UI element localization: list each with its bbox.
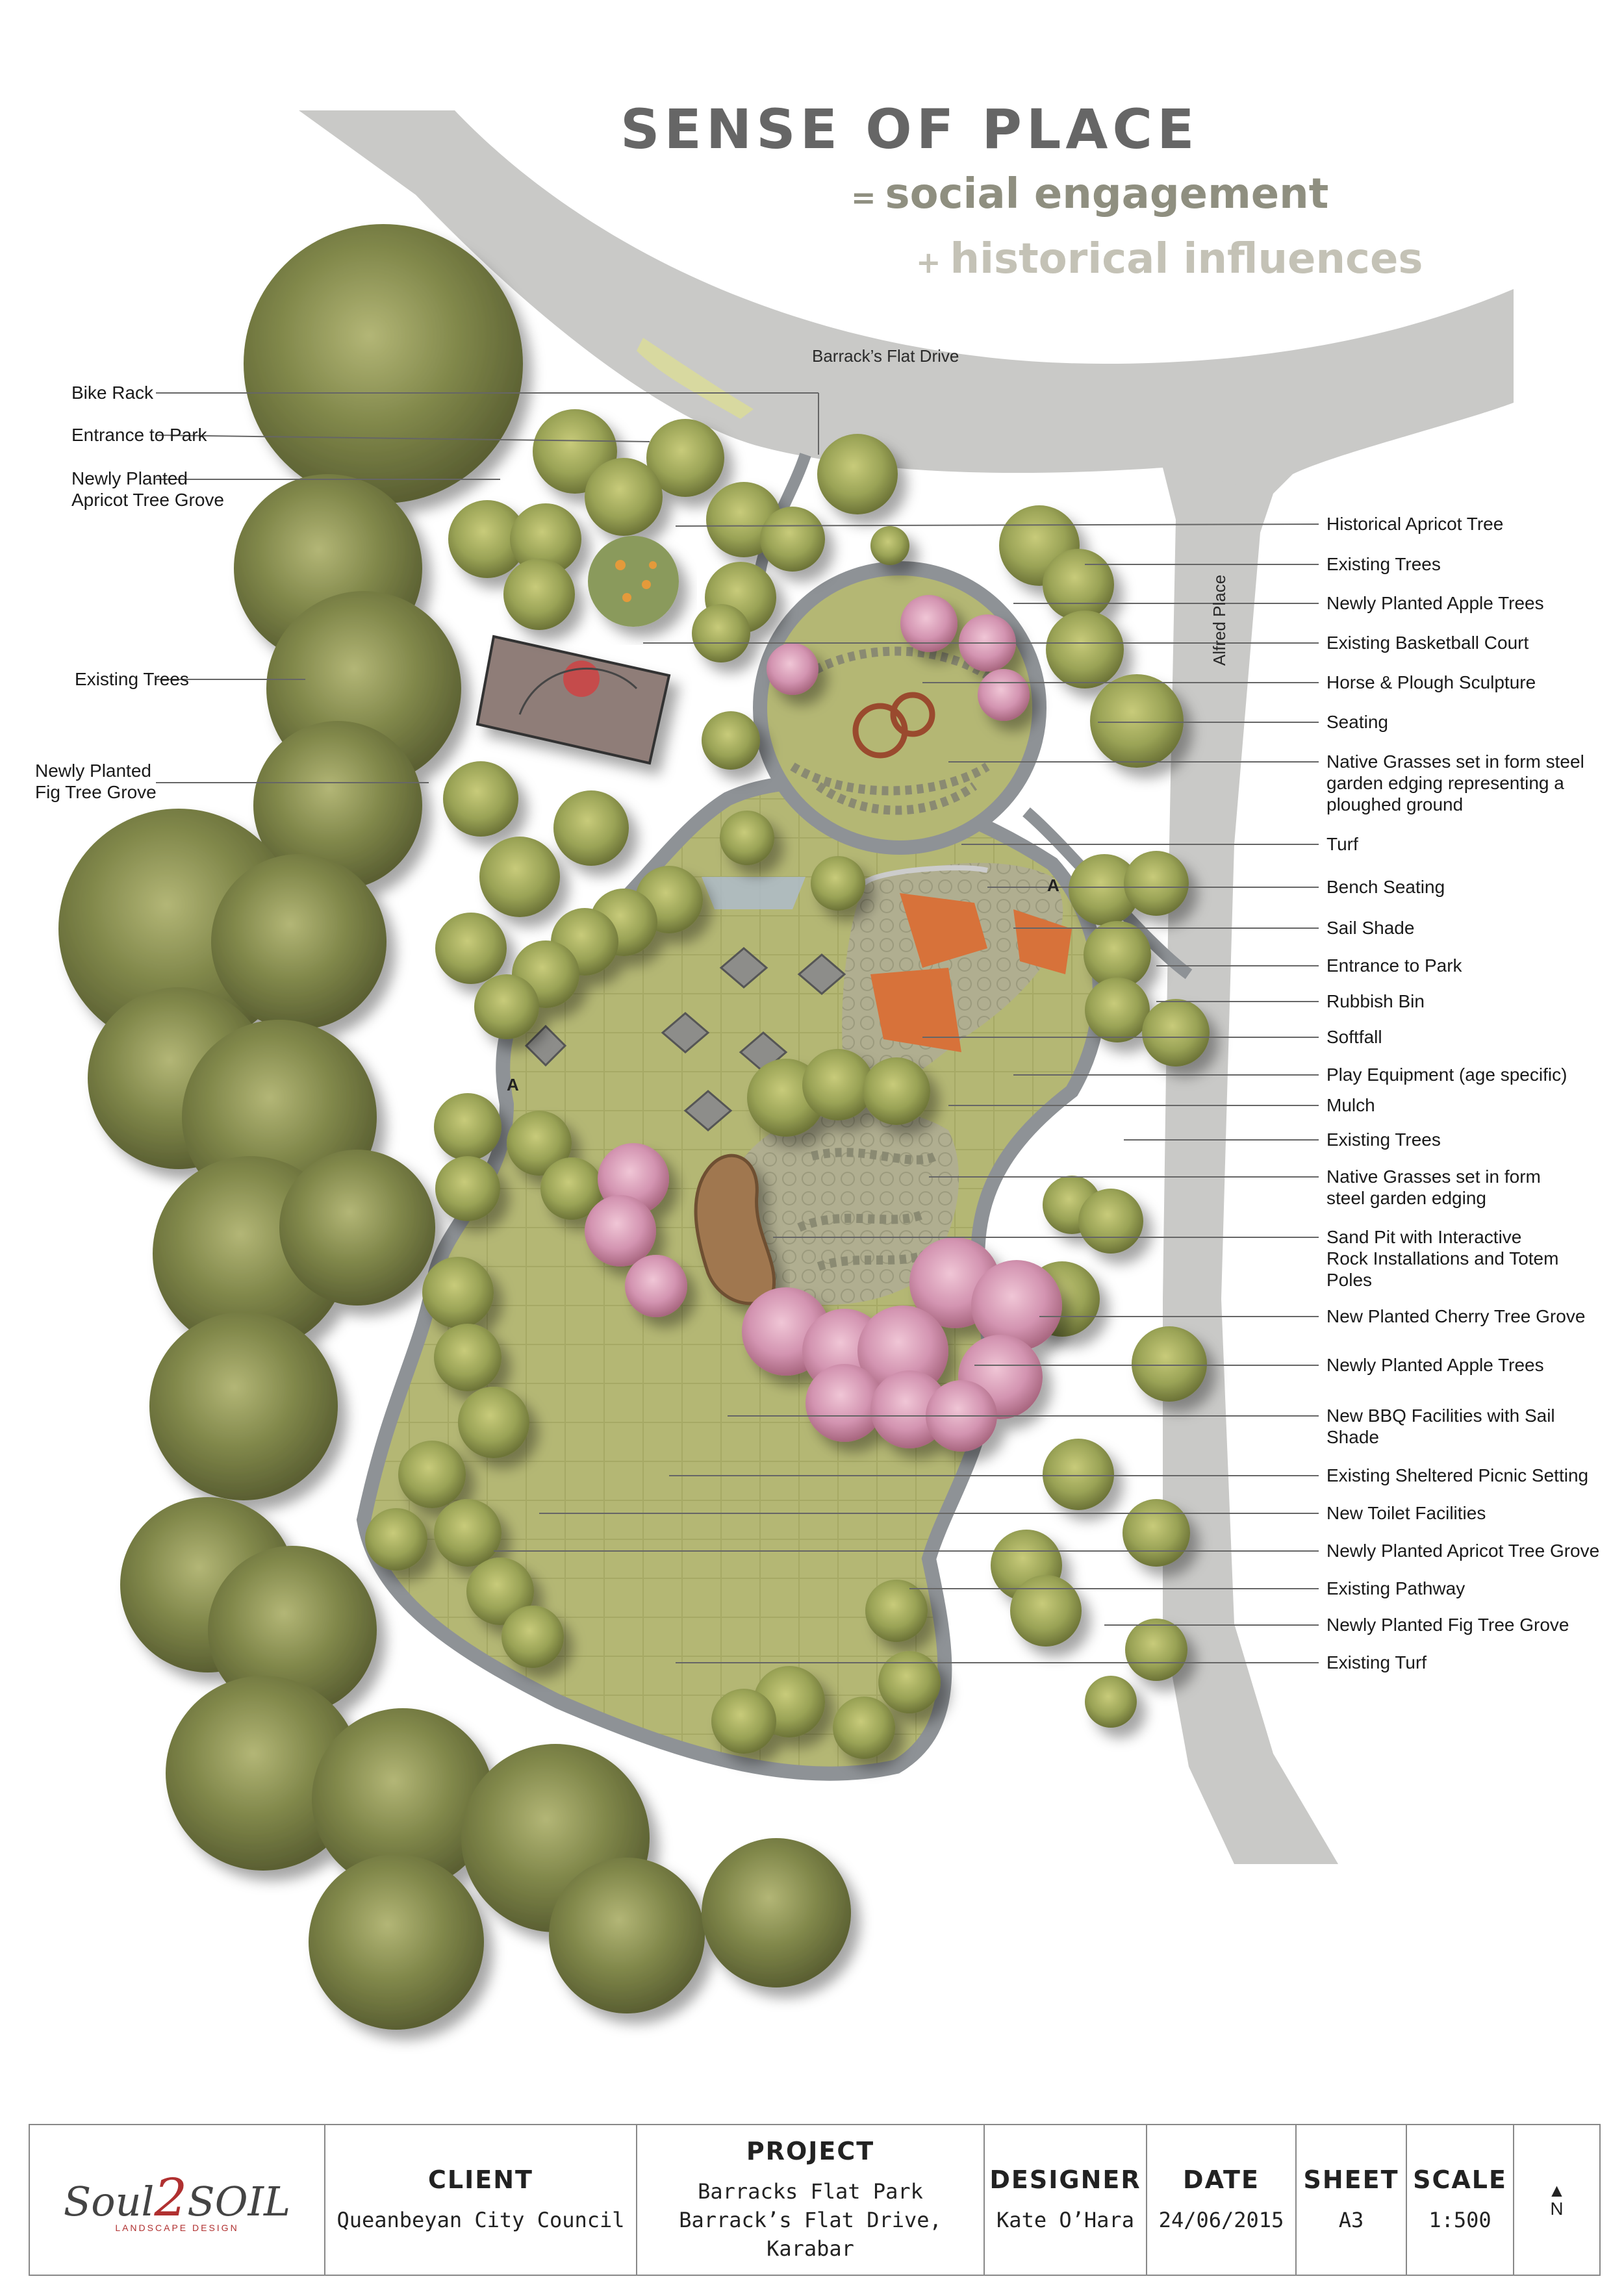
north-cell: ▲ N <box>1514 2125 1599 2275</box>
section-marker-a-right: A <box>1047 876 1059 895</box>
section-marker-a-left: A <box>507 1075 519 1094</box>
sheet-value: A3 <box>1338 2208 1364 2232</box>
logo-subtitle: LANDSCAPE DESIGN <box>115 2222 239 2233</box>
leader-lines <box>155 392 1319 1663</box>
label-entrance-to-park-east: Entrance to Park <box>1326 955 1462 976</box>
label-apple-trees-1: Newly Planted Apple Trees <box>1326 593 1544 613</box>
road-alfred-place <box>1163 468 1338 1864</box>
label-bike-rack: Bike Rack <box>71 383 154 403</box>
basketball-court <box>476 635 671 765</box>
north-label: N <box>1550 2199 1564 2219</box>
sheet-cell: SHEET A3 <box>1297 2125 1407 2275</box>
label-softfall: Softfall <box>1326 1027 1382 1047</box>
existing-trees <box>58 224 851 2030</box>
social-engagement-text: social engagement <box>885 170 1329 218</box>
verge <box>637 338 754 419</box>
logo-wordmark: Soul2SOIL <box>63 2167 291 2228</box>
ploughed-grasses <box>790 646 990 815</box>
page-title: SENSE OF PLACE <box>620 97 1199 161</box>
road-barracks-flat-drive <box>299 110 1514 494</box>
scale-cell: SCALE 1:500 <box>1407 2125 1514 2275</box>
sheet-heading: SHEET <box>1303 2165 1399 2194</box>
label-native-grasses-ploughed: Native Grasses set in form steel garden … <box>1326 751 1584 814</box>
client-heading: CLIENT <box>428 2165 533 2194</box>
client-cell: CLIENT Queanbeyan City Council <box>325 2125 637 2275</box>
play-area <box>842 863 1072 1097</box>
project-line-1: Barracks Flat Park <box>698 2179 923 2204</box>
project-line-2: Barrack’s Flat Drive, Karabar <box>679 2208 942 2261</box>
label-bench-seating: Bench Seating <box>1326 877 1445 897</box>
project-heading: PROJECT <box>746 2137 875 2165</box>
label-bbq-facilities: New BBQ Facilities with Sail Shade <box>1326 1406 1555 1447</box>
label-existing-trees-left: Existing Trees <box>75 669 189 689</box>
label-play-equipment: Play Equipment (age specific) <box>1326 1065 1567 1085</box>
picnic-shelters <box>524 947 846 1131</box>
label-sail-shade: Sail Shade <box>1326 918 1415 938</box>
title-block: Soul2SOIL LANDSCAPE DESIGN CLIENT Queanb… <box>29 2124 1601 2276</box>
designer-heading: DESIGNER <box>989 2165 1141 2194</box>
cherry-apple-trees <box>585 595 1062 1452</box>
title-social-engagement: = social engagement <box>851 170 1328 218</box>
label-picnic-setting: Existing Sheltered Picnic Setting <box>1326 1465 1589 1485</box>
label-apricot-grove-right: Newly Planted Apricot Tree Grove <box>1326 1541 1600 1561</box>
label-historical-apricot-tree: Historical Apricot Tree <box>1326 514 1504 534</box>
street-label-alfred-place: Alfred Place <box>1210 574 1229 666</box>
label-cherry-grove: New Planted Cherry Tree Grove <box>1326 1306 1586 1326</box>
label-apple-trees-2: Newly Planted Apple Trees <box>1326 1355 1544 1375</box>
label-entrance-to-park-north: Entrance to Park <box>71 425 207 445</box>
street-label-barracks-flat-drive: Barrack’s Flat Drive <box>812 346 959 366</box>
label-turf: Turf <box>1326 834 1358 854</box>
plus-operator: + <box>916 245 941 280</box>
client-value: Queanbeyan City Council <box>336 2208 625 2232</box>
label-fig-grove-right: Newly Planted Fig Tree Grove <box>1326 1615 1569 1635</box>
park-site-plan <box>58 110 1514 2030</box>
horse-plough-sculpture <box>852 692 935 759</box>
north-arrow-icon: ▲ <box>1547 2180 1566 2201</box>
scale-heading: SCALE <box>1413 2165 1507 2194</box>
apricot-grove <box>588 536 679 627</box>
date-value: 24/06/2015 <box>1158 2208 1284 2232</box>
label-apricot-grove-left: Newly Planted Apricot Tree Grove <box>71 468 224 510</box>
label-toilet-facilities: New Toilet Facilities <box>1326 1503 1486 1523</box>
historical-influences-text: historical influences <box>950 235 1423 283</box>
designer-cell: DESIGNER Kate O’Hara <box>985 2125 1147 2275</box>
label-mulch: Mulch <box>1326 1095 1375 1115</box>
label-existing-turf: Existing Turf <box>1326 1652 1427 1672</box>
label-native-grasses: Native Grasses set in form steel garden … <box>1326 1167 1541 1208</box>
label-rubbish-bin: Rubbish Bin <box>1326 991 1425 1011</box>
scale-value: 1:500 <box>1428 2208 1491 2232</box>
label-existing-pathway: Existing Pathway <box>1326 1578 1465 1598</box>
company-logo: Soul2SOIL LANDSCAPE DESIGN <box>30 2125 325 2275</box>
bench-seating <box>702 877 806 909</box>
title-historical-influences: + historical influences <box>916 235 1423 283</box>
label-existing-trees-1: Existing Trees <box>1326 554 1441 574</box>
label-seating: Seating <box>1326 712 1388 732</box>
designer-value: Kate O’Hara <box>996 2208 1134 2232</box>
label-sand-pit: Sand Pit with Interactive Rock Installat… <box>1326 1227 1559 1290</box>
label-sculpture: Horse & Plough Sculpture <box>1326 672 1536 692</box>
label-basketball-court: Existing Basketball Court <box>1326 633 1529 653</box>
date-cell: DATE 24/06/2015 <box>1147 2125 1297 2275</box>
label-existing-trees-2: Existing Trees <box>1326 1129 1441 1150</box>
date-heading: DATE <box>1183 2165 1260 2194</box>
label-fig-grove-left: Newly Planted Fig Tree Grove <box>35 761 157 802</box>
mulch-area <box>716 1107 959 1305</box>
equals-operator: = <box>851 180 876 215</box>
project-cell: PROJECT Barracks Flat Park Barrack’s Fla… <box>637 2125 985 2275</box>
